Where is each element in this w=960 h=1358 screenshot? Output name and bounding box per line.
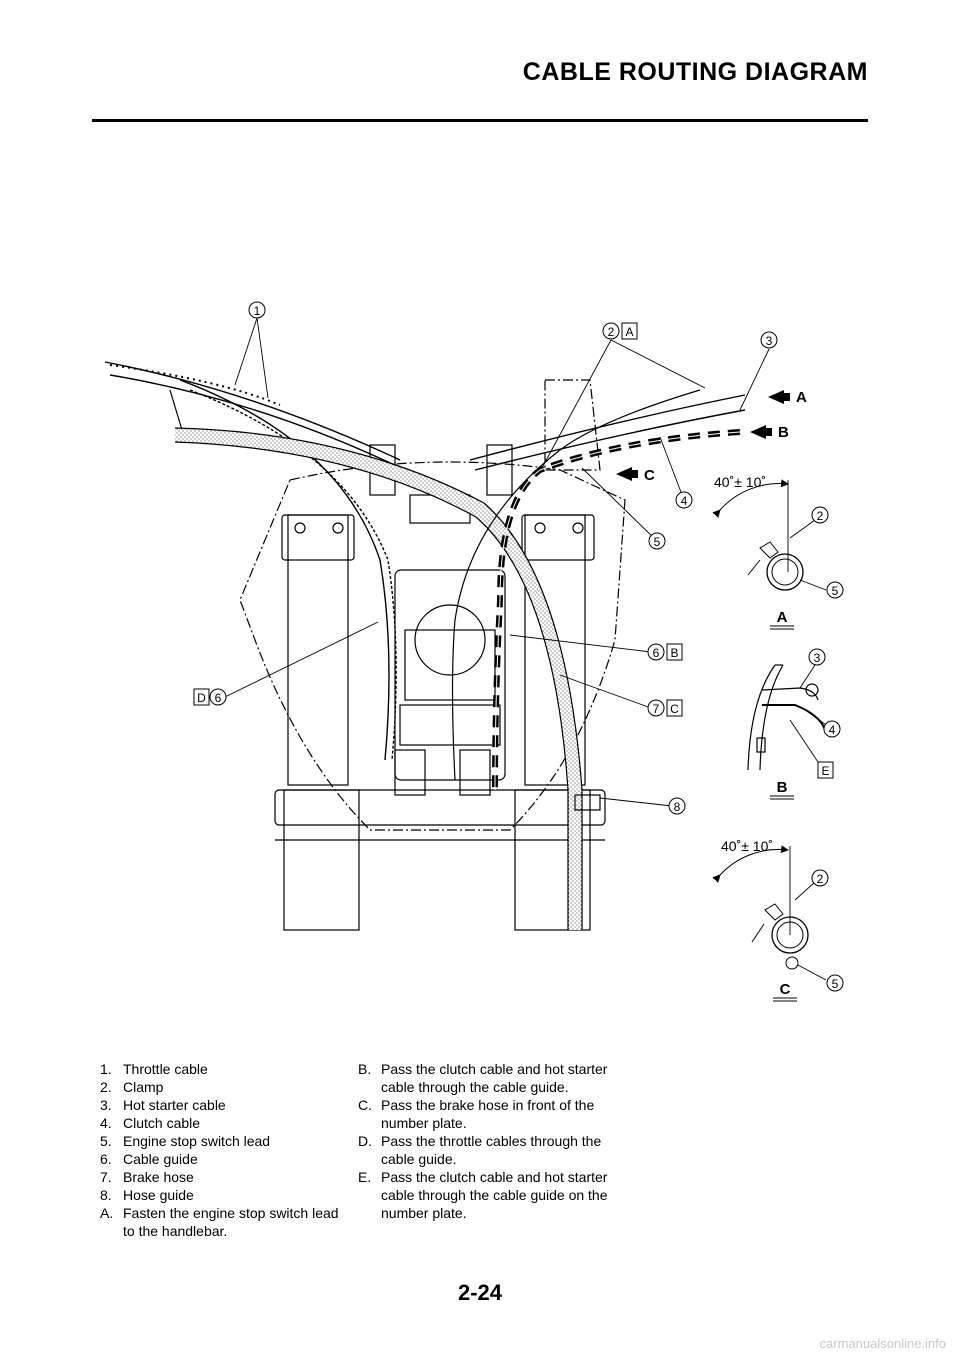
legend-item: 6.Cable guide bbox=[100, 1151, 198, 1167]
legend-item: B.Pass the clutch cable and hot starter … bbox=[358, 1061, 608, 1095]
direction-label-a: A bbox=[796, 389, 807, 406]
legend-item: 5.Engine stop switch lead bbox=[100, 1133, 271, 1149]
svg-text:6: 6 bbox=[215, 691, 222, 705]
direction-arrow-a: A bbox=[768, 389, 807, 406]
detail-label-a: A bbox=[777, 609, 788, 626]
callout-d6: D 6 bbox=[193, 688, 227, 706]
svg-text:4: 4 bbox=[681, 494, 688, 508]
svg-text:2: 2 bbox=[608, 325, 615, 339]
callout-4: 4 bbox=[675, 491, 693, 509]
page-title: CABLE ROUTING DIAGRAM bbox=[522, 58, 868, 86]
legend-item: 7.Brake hose bbox=[100, 1169, 194, 1185]
legend-item: A.Fasten the engine stop switch lead to … bbox=[100, 1205, 339, 1239]
svg-text:7: 7 bbox=[653, 702, 660, 716]
motorcycle-front-view bbox=[104, 361, 746, 931]
legend-item: 8.Hose guide bbox=[100, 1187, 194, 1203]
callout-3: 3 bbox=[760, 331, 778, 349]
svg-text:6: 6 bbox=[653, 646, 660, 660]
boxed-letter-d: D bbox=[197, 691, 206, 705]
svg-text:5: 5 bbox=[832, 584, 839, 598]
direction-arrow-b: B bbox=[750, 424, 789, 441]
legend-column-1: 1.Throttle cable 2.Clamp 3.Hot starter c… bbox=[100, 1060, 340, 1240]
legend-item: E.Pass the clutch cable and hot starter … bbox=[358, 1169, 608, 1221]
detail-view-a: 40˚± 10˚ 2 5 A bbox=[712, 474, 844, 630]
callout-1: 1 bbox=[248, 301, 266, 319]
detail-view-c: 40˚± 10˚ 2 5 C bbox=[712, 838, 844, 1002]
svg-text:5: 5 bbox=[654, 535, 661, 549]
cable-routing-diagram: A B C 1 2 A 3 4 bbox=[104, 301, 844, 1002]
page-number: 2-24 bbox=[457, 1280, 503, 1305]
direction-arrow-c: C bbox=[616, 467, 655, 484]
leader-lines bbox=[224, 317, 770, 807]
callout-7c: 7 C bbox=[647, 699, 683, 717]
detail-label-b: B bbox=[777, 779, 788, 796]
legend-item: C.Pass the brake hose in front of the nu… bbox=[358, 1097, 595, 1131]
svg-text:3: 3 bbox=[766, 334, 773, 348]
svg-text:2: 2 bbox=[817, 509, 824, 523]
direction-label-b: B bbox=[778, 424, 789, 441]
svg-text:1: 1 bbox=[254, 304, 261, 318]
legend-item: 1.Throttle cable bbox=[100, 1061, 208, 1077]
svg-text:4: 4 bbox=[829, 723, 836, 737]
direction-label-c: C bbox=[644, 467, 655, 484]
boxed-letter-a: A bbox=[625, 325, 633, 339]
svg-text:5: 5 bbox=[832, 977, 839, 991]
footer-watermark: carmanualsonline.info bbox=[819, 1336, 946, 1351]
svg-text:3: 3 bbox=[814, 651, 821, 665]
angle-spec-a: 40˚± 10˚ bbox=[714, 474, 766, 490]
svg-text:2: 2 bbox=[817, 872, 824, 886]
callout-2a: 2 A bbox=[602, 322, 638, 340]
title-rule bbox=[92, 119, 868, 122]
svg-text:8: 8 bbox=[674, 800, 681, 814]
detail-view-b bbox=[747, 664, 827, 771]
boxed-letter-c: C bbox=[670, 702, 679, 716]
legend-column-2: B.Pass the clutch cable and hot starter … bbox=[358, 1060, 608, 1222]
boxed-letter-b: B bbox=[670, 646, 678, 660]
legend-item: 2.Clamp bbox=[100, 1079, 164, 1095]
callout-6b: 6 B bbox=[647, 643, 683, 661]
legend-item: D.Pass the throttle cables through the c… bbox=[358, 1133, 602, 1167]
detail-label-c: C bbox=[780, 981, 791, 998]
legend-item: 4.Clutch cable bbox=[100, 1115, 201, 1131]
callout-8: 8 bbox=[668, 797, 686, 815]
callout-5: 5 bbox=[648, 532, 666, 550]
boxed-letter-e: E bbox=[821, 764, 829, 778]
detail-view-b-labels: 3 4 E B bbox=[770, 648, 841, 800]
legend-item: 3.Hot starter cable bbox=[100, 1097, 226, 1113]
angle-spec-c: 40˚± 10˚ bbox=[721, 838, 773, 854]
